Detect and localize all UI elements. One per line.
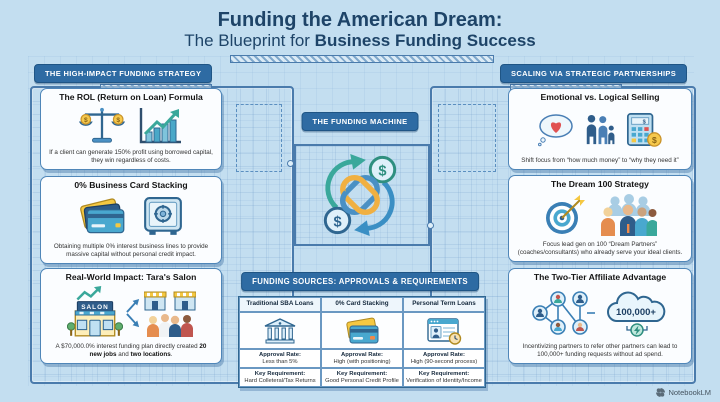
family-icon — [586, 114, 615, 144]
icon-row — [513, 190, 687, 241]
card-caption: Shift focus from “how much money” to “wh… — [521, 156, 679, 164]
thought-heart-icon — [538, 114, 573, 147]
attribution: NotebookLM — [656, 388, 711, 397]
balance-scale-icon: $ $ — [79, 107, 125, 143]
card-title: Emotional vs. Logical Selling — [540, 92, 660, 102]
funding-machine-icon: $ $ — [323, 153, 397, 237]
requirement-cell: Key Requirement: Good Personal Credit Pr… — [321, 368, 403, 387]
subtitle-bold: Business Funding Success — [314, 31, 536, 50]
approval-cell: Approval Rate: High (90-second process) — [403, 349, 485, 368]
stacked-cards-icon — [346, 317, 379, 343]
card-caption: Obtaining multiple 0% interest business … — [53, 242, 209, 258]
icon-row — [45, 191, 217, 243]
blueprint-closet — [236, 104, 282, 172]
two-storefronts-icon — [143, 291, 196, 311]
right-section-header: SCALING VIA STRATEGIC PARTNERSHIPS — [500, 64, 688, 83]
column-header: 0% Card Stacking — [321, 297, 403, 312]
table-cell — [403, 312, 485, 349]
icon-row: $ $ — [45, 103, 217, 149]
funding-sources-table: Traditional SBA Loans 0% Card Stacking P… — [238, 296, 486, 388]
blueprint-wall — [230, 55, 494, 63]
dream-partners-group-icon — [601, 194, 657, 237]
svg-text:$: $ — [378, 163, 386, 179]
bullseye-target-icon — [546, 195, 585, 235]
table-cell — [239, 312, 321, 349]
card-caption: Incentivizing partners to refer other pa… — [522, 342, 678, 358]
salon-storefront-icon: SALON — [66, 285, 123, 337]
safe-icon — [144, 196, 182, 235]
calculator-icon: $ $ — [626, 112, 662, 147]
identity-verification-icon — [427, 317, 462, 345]
card-card-stacking: 0% Business Card Stacking Obtaining mult… — [40, 176, 222, 264]
card-caption: Focus lead gen on 100 “Dream Partners” (… — [517, 240, 683, 256]
subtitle-regular: The Blueprint for — [184, 31, 315, 50]
credit-cards-icon — [80, 198, 125, 233]
svg-text:$: $ — [333, 214, 341, 230]
blueprint-detail — [287, 160, 294, 167]
card-title: Real-World Impact: Tara's Salon — [65, 272, 197, 282]
svg-text:$: $ — [84, 117, 88, 124]
blueprint-detail — [427, 222, 434, 229]
column-header: Traditional SBA Loans — [239, 297, 321, 312]
page-subtitle: The Blueprint for Business Funding Succe… — [0, 31, 720, 51]
funding-sources-badge: FUNDING SOURCES: APPROVALS & REQUIREMENT… — [241, 272, 479, 291]
card-title: 0% Business Card Stacking — [74, 180, 188, 190]
card-caption: If a client can generate 150% profit usi… — [49, 148, 213, 164]
svg-text:$: $ — [116, 117, 120, 124]
column-header: Personal Term Loans — [403, 297, 485, 312]
requirement-cell: Key Requirement: Hard Colleteral/Tax Ret… — [239, 368, 321, 387]
expansion-stack — [143, 289, 196, 337]
attribution-text: NotebookLM — [668, 388, 711, 397]
svg-text:$: $ — [643, 119, 647, 125]
card-taras-salon: Real-World Impact: Tara's Salon SALON — [40, 268, 222, 364]
approval-cell: Approval Rate: High (with positioning) — [321, 349, 403, 368]
approval-cell: Approval Rate: Less than 5% — [239, 349, 321, 368]
svg-text:$: $ — [652, 135, 657, 145]
growth-chart-icon — [139, 107, 181, 143]
table-cell — [321, 312, 403, 349]
card-caption: A $70,000.0% interest funding plan direc… — [55, 342, 207, 358]
card-emotional-selling: Emotional vs. Logical Selling $ — [508, 88, 692, 170]
svg-text:SALON: SALON — [81, 304, 109, 311]
icon-row: 100,000+ — [513, 283, 687, 343]
cloud-value: 100,000+ — [616, 307, 656, 318]
icon-row: $ $ — [513, 103, 687, 157]
blueprint-closet — [438, 104, 496, 172]
icon-row: SALON — [45, 283, 217, 343]
bank-icon — [264, 317, 296, 343]
funding-requests-cloud-icon: 100,000+ — [607, 291, 666, 337]
card-title: The ROL (Return on Loan) Formula — [59, 92, 203, 102]
new-jobs-people-icon — [146, 313, 193, 337]
branch-arrows-icon — [125, 298, 139, 327]
card-two-tier-affiliate: The Two-Tier Affiliate Advantage — [508, 268, 692, 364]
card-title: The Two-Tier Affiliate Advantage — [533, 272, 667, 282]
notebooklm-logo-icon — [656, 388, 666, 397]
funding-machine-badge: THE FUNDING MACHINE — [301, 112, 419, 131]
card-title: The Dream 100 Strategy — [551, 179, 649, 189]
requirement-cell: Key Requirement: Verification of Identit… — [403, 368, 485, 387]
card-dream-100: The Dream 100 Strategy Focus — [508, 175, 692, 262]
affiliate-network-icon — [532, 290, 595, 335]
page-title: Funding the American Dream: — [217, 9, 503, 31]
left-section-header: THE HIGH-IMPACT FUNDING STRATEGY — [34, 64, 213, 83]
card-rol-formula: The ROL (Return on Loan) Formula $ $ — [40, 88, 222, 170]
